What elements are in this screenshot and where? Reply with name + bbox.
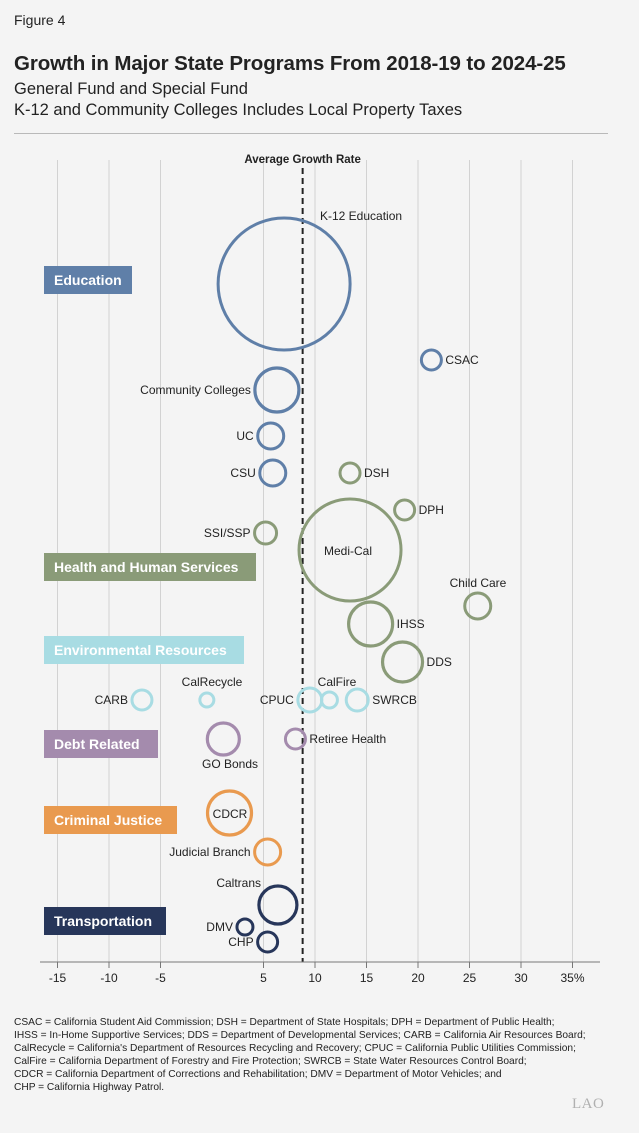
lao-logo: LAO [572, 1096, 605, 1112]
label-judicial-branch: Judicial Branch [169, 845, 250, 859]
chart-subtitle-1: General Fund and Special Fund [14, 80, 248, 98]
average-growth-label: Average Growth Rate [244, 154, 361, 166]
group-label-transportation: Transportation [54, 913, 152, 929]
x-axis: -15 -10 -5 5 10 15 20 25 30 35% [40, 961, 600, 985]
tick-label-8: 30 [514, 971, 528, 985]
tick-label-4: 10 [308, 971, 322, 985]
label-child-care: Child Care [450, 576, 507, 590]
chart-title: Growth in Major State Programs From 2018… [14, 52, 566, 75]
figure-label: Figure 4 [14, 12, 66, 28]
label-dmv: DMV [206, 920, 233, 934]
bubble-cpuc [296, 686, 324, 714]
group-label-environmental-resources: Environmental Resources [54, 642, 227, 658]
footnote-line-5: CHP = California Highway Patrol. [14, 1082, 165, 1094]
group-box-debt-related [44, 730, 158, 758]
label-medi-cal: Medi-Cal [324, 544, 372, 558]
bubble-community-colleges [253, 366, 301, 414]
label-community-colleges: Community Colleges [140, 383, 251, 397]
bubble-dsh [338, 461, 362, 485]
bubble-swrcb [344, 687, 370, 713]
tick-label-0: -15 [49, 971, 67, 985]
tick-label-2: -5 [155, 971, 166, 985]
label-go-bonds: GO Bonds [202, 757, 258, 771]
group-label-education: Education [54, 272, 122, 288]
tick-label-3: 5 [260, 971, 267, 985]
bubble-uc [256, 421, 286, 451]
label-calrecycle: CalRecycle [182, 675, 243, 689]
program-bubbles [130, 216, 493, 954]
average-growth-reference: Average Growth Rate [244, 154, 361, 962]
bubble-retiree-health [283, 727, 307, 751]
label-ihss: IHSS [397, 617, 425, 631]
label-calfire: CalFire [318, 675, 357, 689]
bubble-go-bonds [205, 721, 241, 757]
tick-label-6: 20 [411, 971, 425, 985]
label-cpuc: CPUC [260, 693, 294, 707]
footnote: CSAC = California Student Aid Commission… [14, 1016, 624, 1095]
label-csac: CSAC [445, 353, 479, 367]
label-csu: CSU [230, 466, 255, 480]
group-box-education [44, 266, 132, 294]
label-cdcr: CDCR [213, 807, 248, 821]
footnote-line-0: CSAC = California Student Aid Commission… [14, 1017, 555, 1028]
bubble-child-care [463, 591, 493, 621]
footnote-line-4: CDCR = California Department of Correcti… [14, 1069, 502, 1081]
label-dds: DDS [427, 655, 452, 669]
bubble-dmv [235, 917, 255, 937]
label-dsh: DSH [364, 466, 389, 480]
label-retiree-health: Retiree Health [309, 732, 386, 746]
label-ssi-ssp: SSI/SSP [204, 526, 251, 540]
bubble-chp [256, 930, 280, 954]
tick-label-1: -10 [100, 971, 118, 985]
bubble-ssi-ssp [253, 520, 279, 546]
footnote-line-3: CalFire = California Department of Fores… [14, 1056, 527, 1068]
tick-label-5: 15 [360, 971, 374, 985]
header-divider [14, 133, 608, 134]
bubble-carb [130, 688, 154, 712]
label-dph: DPH [419, 503, 444, 517]
group-label-criminal-justice: Criminal Justice [54, 812, 162, 828]
label-carb: CARB [95, 693, 128, 707]
bubble-csu [258, 458, 288, 488]
bubble-dph [393, 498, 417, 522]
tick-label-9: 35% [560, 971, 584, 985]
label-uc: UC [236, 429, 254, 443]
label-caltrans: Caltrans [216, 876, 261, 890]
tick-label-7: 25 [463, 971, 477, 985]
group-box-criminal-justice [44, 806, 177, 834]
bubble-calrecycle [198, 691, 216, 709]
bubble-dds [380, 640, 425, 684]
group-label-debt-related: Debt Related [54, 736, 140, 752]
bubble-caltrans [257, 884, 299, 926]
bubble-ihss [347, 600, 395, 648]
bubble-cdcr [205, 789, 254, 837]
group-box-environmental-resources [44, 636, 244, 664]
bubble-csac [419, 348, 443, 372]
group-label-health-and-human-services: Health and Human Services [54, 559, 239, 575]
bubble-medi-cal [297, 497, 403, 603]
bubble-calfire [319, 690, 339, 710]
label-k-12-education: K-12 Education [320, 209, 402, 223]
footnote-line-2: CalRecycle = California's Department of … [14, 1043, 576, 1055]
label-chp: CHP [228, 935, 253, 949]
bubble-judicial-branch [253, 837, 283, 867]
label-swrcb: SWRCB [372, 693, 417, 707]
footnote-line-1: IHSS = In-Home Supportive Services; DDS … [14, 1030, 586, 1042]
group-box-transportation [44, 907, 166, 935]
bubble-k-12-education [216, 216, 352, 352]
group-box-health-and-human-services [44, 553, 256, 581]
chart-subtitle-2: K-12 and Community Colleges Includes Loc… [14, 101, 463, 119]
